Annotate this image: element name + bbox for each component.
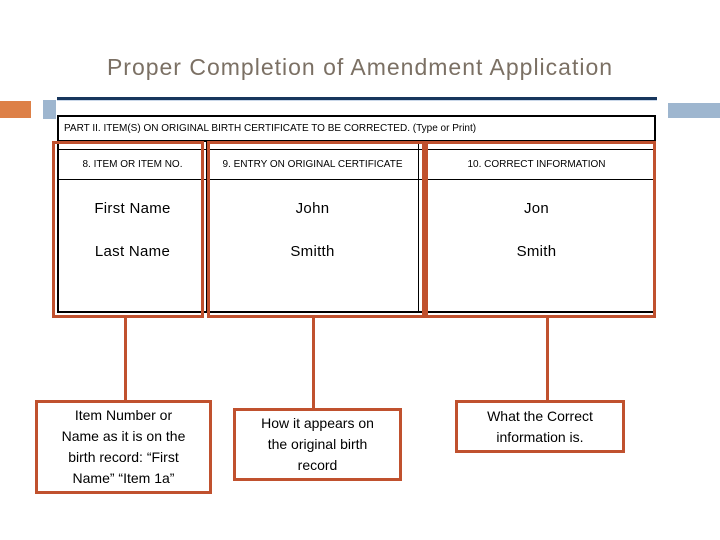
- connector-line-original-entry-column: [312, 317, 315, 409]
- annotation-box-correct-info-column: [425, 141, 656, 318]
- cell-original-last-name: Smitth: [290, 243, 335, 260]
- column-separator: [206, 142, 207, 311]
- callout-correct-information: What the Correct information is.: [455, 400, 625, 453]
- column-header-correct-info: 10. CORRECT INFORMATION: [419, 149, 654, 180]
- cell-item-first-name: First Name: [94, 200, 171, 217]
- cell-item-last-name: Last Name: [94, 243, 171, 260]
- annotation-box-original-entry-column: [207, 141, 425, 318]
- form-part-ii-header: PART II. ITEM(S) ON ORIGINAL BIRTH CERTI…: [59, 117, 654, 142]
- theme-blue-square: [43, 100, 56, 119]
- annotation-box-item-column: [52, 141, 204, 318]
- column-header-item-no: 8. ITEM OR ITEM NO.: [59, 149, 206, 180]
- slide-title: Proper Completion of Amendment Applicati…: [106, 54, 614, 80]
- cell-correct-last-name: Smith: [516, 243, 557, 260]
- form-body: 8. ITEM OR ITEM NO. 9. ENTRY ON ORIGINAL…: [59, 142, 654, 311]
- callout-item-number-or-name: Item Number or Name as it is on the birt…: [35, 400, 212, 494]
- theme-orange-bar: [0, 101, 31, 118]
- callout-how-it-appears: How it appears on the original birth rec…: [233, 408, 402, 481]
- title-underline: [57, 97, 657, 101]
- birth-certificate-form: PART II. ITEM(S) ON ORIGINAL BIRTH CERTI…: [57, 115, 656, 313]
- connector-line-item-column: [124, 317, 127, 401]
- theme-blue-bar-right: [668, 103, 720, 118]
- cell-original-first-name: John: [295, 200, 330, 217]
- connector-line-correct-info-column: [546, 317, 549, 401]
- column-header-original-entry: 9. ENTRY ON ORIGINAL CERTIFICATE: [207, 149, 418, 180]
- column-separator: [418, 142, 419, 311]
- cell-correct-first-name: Jon: [523, 200, 550, 217]
